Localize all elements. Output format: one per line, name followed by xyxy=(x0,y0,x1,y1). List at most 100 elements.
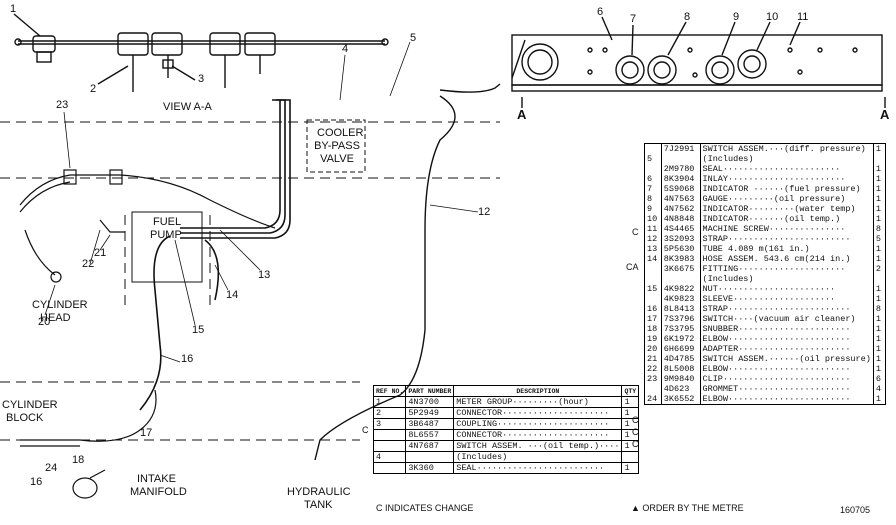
cell-desc: SEAL························· xyxy=(453,462,623,474)
cell-desc: HOSE ASSEM. 543.6 cm(214 in.) xyxy=(699,254,874,264)
instrument-panel xyxy=(511,16,886,108)
leader-lines xyxy=(44,41,479,363)
fuel-pump-outline xyxy=(131,211,203,283)
cell-desc: SWITCH ASSEM.······(oil pressure) xyxy=(699,354,874,364)
cell-ref: 6 xyxy=(644,174,662,184)
cell-part: 7J2991 xyxy=(660,143,701,154)
cell-desc: SWITCH····(vacuum air cleaner) xyxy=(699,314,874,324)
cell-desc: STRAP························ xyxy=(699,234,874,244)
change-mark-t1-row2: C xyxy=(362,425,369,435)
cell-desc: (Includes) xyxy=(453,451,623,463)
engine-outline xyxy=(0,121,500,441)
change-mark: C xyxy=(632,439,639,449)
drawing-number: 160705 xyxy=(840,505,871,515)
cell-qty: 4 xyxy=(872,384,887,394)
cell-ref xyxy=(644,294,662,304)
cell-qty: 1 xyxy=(872,204,887,214)
cell-desc: SEAL······················· xyxy=(699,164,874,174)
cell-qty: 1 xyxy=(872,184,887,194)
cell-part: 2M9780 xyxy=(660,164,701,174)
callout-1: 1 xyxy=(10,3,17,15)
cell-qty xyxy=(872,154,887,164)
cell-part: 4N3700 xyxy=(405,396,455,408)
cell-qty: 8 xyxy=(872,224,887,234)
cell-desc: STRAP························ xyxy=(699,304,874,314)
callout-8: 8 xyxy=(684,11,691,23)
wiring-harness xyxy=(19,169,276,499)
cell-desc: SLEEVE···················· xyxy=(699,294,874,304)
cell-desc: SNUBBER······················ xyxy=(699,324,874,334)
callout-17: 17 xyxy=(140,427,153,439)
hydraulic-tank-label-1: HYDRAULIC xyxy=(287,486,351,498)
cell-ref: 5 xyxy=(644,154,662,164)
cell-part: 7S3795 xyxy=(660,324,701,334)
change-mark: CA xyxy=(626,262,639,272)
cell-desc: MACHINE SCREW··············· xyxy=(699,224,874,234)
cell-ref: 7 xyxy=(644,184,662,194)
cell-ref: 1 xyxy=(372,396,407,408)
cell-qty: 1 xyxy=(872,143,887,154)
cell-qty: 1 xyxy=(872,254,887,264)
cell-ref: 2 xyxy=(372,407,407,419)
cell-part: 9M9840 xyxy=(660,374,701,384)
callout-13: 13 xyxy=(258,269,271,281)
cell-ref: 11 xyxy=(644,224,662,234)
cell-desc: ADAPTER······················ xyxy=(699,344,874,354)
hydraulic-tank-label-2: TANK xyxy=(304,499,333,511)
cell-desc: ELBOW························ xyxy=(699,364,874,374)
cell-ref: 14 xyxy=(644,254,662,264)
cell-ref: 12 xyxy=(644,234,662,244)
header-desc: DESCRIPTION xyxy=(453,385,623,397)
header-qty: QTY xyxy=(621,385,640,397)
callout-15: 15 xyxy=(192,324,205,336)
table-row: 5(Includes) xyxy=(644,154,887,164)
cell-ref: 24 xyxy=(644,394,662,405)
cell-ref: 18 xyxy=(644,324,662,334)
fuel-pump-label-1: FUEL xyxy=(153,216,182,228)
cell-desc: COUPLING······················ xyxy=(453,418,623,430)
cell-ref: 20 xyxy=(644,344,662,354)
callout-14: 14 xyxy=(226,289,239,301)
view-aa-label: VIEW A-A xyxy=(163,101,212,113)
cell-desc: CLIP························· xyxy=(699,374,874,384)
cell-desc: FITTING····················· xyxy=(699,264,874,274)
cell-ref: 21 xyxy=(644,354,662,364)
cell-desc: (Includes) xyxy=(699,274,874,284)
cell-qty: 1 xyxy=(872,164,887,174)
callout-16b: 16 xyxy=(30,476,43,488)
cylinder-head-label-2: HEAD xyxy=(40,312,71,324)
section-a-left: A xyxy=(517,107,527,122)
cell-ref: 23 xyxy=(644,374,662,384)
cell-ref xyxy=(644,143,662,154)
cell-part: 4N7563 xyxy=(660,194,701,204)
cell-qty: 1 xyxy=(872,194,887,204)
cell-ref xyxy=(644,274,662,284)
cell-part: 4D4785 xyxy=(660,354,701,364)
change-note: C INDICATES CHANGE xyxy=(376,503,474,513)
cell-ref: 17 xyxy=(644,314,662,324)
cell-desc: INDICATOR ······(fuel pressure) xyxy=(699,184,874,194)
cell-part xyxy=(660,274,701,284)
header-ref: REF NO. xyxy=(372,385,407,397)
cell-part: 8L5008 xyxy=(660,364,701,374)
cell-ref: 19 xyxy=(644,334,662,344)
cell-part xyxy=(660,154,701,164)
cell-ref: 9 xyxy=(644,204,662,214)
change-mark: C xyxy=(632,226,639,237)
cell-desc: ELBOW························ xyxy=(699,334,874,344)
